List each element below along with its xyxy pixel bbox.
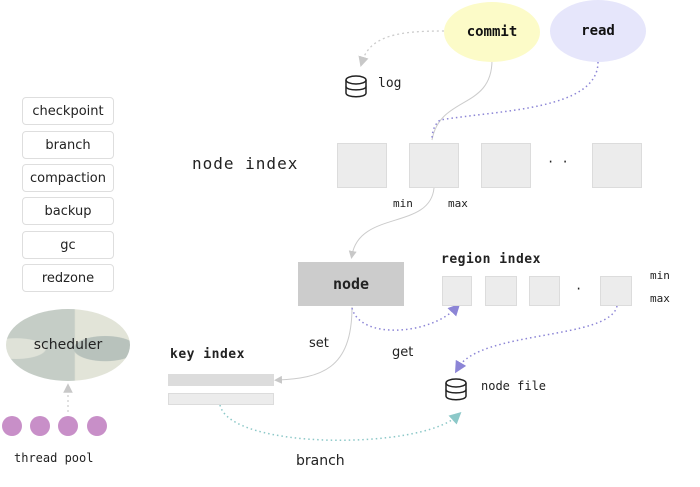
region-index-min-label: min bbox=[650, 269, 670, 282]
branch-button[interactable]: branch bbox=[22, 131, 114, 159]
gc-button[interactable]: gc bbox=[22, 231, 114, 259]
edge-set bbox=[274, 306, 353, 384]
key-index-label: key index bbox=[170, 347, 245, 362]
thread-dot bbox=[2, 416, 22, 436]
region-index-label: region index bbox=[441, 252, 541, 267]
thread-dot bbox=[58, 416, 78, 436]
node-file-label: node file bbox=[481, 379, 547, 393]
node-index-cell[interactable] bbox=[481, 143, 531, 188]
node-index-min-label: min bbox=[393, 197, 413, 210]
scheduler-node: scheduler bbox=[6, 309, 130, 381]
edge-commit-log bbox=[358, 30, 445, 67]
checkpoint-button[interactable]: checkpoint bbox=[22, 97, 114, 125]
backup-button[interactable]: backup bbox=[22, 197, 114, 225]
set-edge-label: set bbox=[309, 336, 329, 351]
node-index-cell[interactable] bbox=[337, 143, 387, 188]
commit-label: commit bbox=[466, 24, 518, 40]
node-index-label: node index bbox=[192, 154, 299, 173]
edge-get bbox=[351, 303, 461, 331]
edge-read-index bbox=[431, 61, 599, 141]
region-index-cell[interactable] bbox=[529, 276, 560, 306]
edge-commit-index bbox=[431, 59, 493, 141]
compaction-button[interactable]: compaction bbox=[22, 164, 114, 192]
database-icon bbox=[345, 75, 367, 98]
region-index-max-label: max bbox=[650, 292, 670, 305]
commit-node[interactable]: commit bbox=[444, 2, 540, 62]
database-icon bbox=[445, 378, 467, 401]
read-node[interactable]: read bbox=[550, 0, 646, 62]
redzone-button[interactable]: redzone bbox=[22, 264, 114, 292]
edge-index-node bbox=[348, 187, 435, 259]
region-index-cell[interactable] bbox=[485, 276, 517, 306]
thread-dot bbox=[30, 416, 50, 436]
node-index-ellipsis: · · bbox=[547, 155, 569, 169]
get-edge-label: get bbox=[392, 345, 414, 360]
node-box[interactable]: node bbox=[298, 262, 404, 306]
region-index-ellipsis: · bbox=[575, 282, 583, 296]
thread-dot bbox=[87, 416, 107, 436]
key-index-entry[interactable] bbox=[168, 374, 274, 386]
node-index-cell[interactable] bbox=[409, 143, 459, 188]
edge-branch bbox=[219, 404, 462, 442]
branch-edge-label: branch bbox=[296, 453, 345, 469]
edge-region-file bbox=[454, 305, 618, 374]
region-index-cell[interactable] bbox=[442, 276, 472, 306]
region-index-cell[interactable] bbox=[600, 276, 632, 306]
thread-pool-label: thread pool bbox=[14, 451, 94, 465]
log-label: log bbox=[378, 76, 402, 91]
node-index-max-label: max bbox=[448, 197, 468, 210]
scheduler-label: scheduler bbox=[33, 337, 103, 353]
node-label: node bbox=[332, 275, 370, 293]
key-index-entry[interactable] bbox=[168, 393, 274, 405]
read-label: read bbox=[581, 23, 615, 39]
node-index-cell[interactable] bbox=[592, 143, 642, 188]
